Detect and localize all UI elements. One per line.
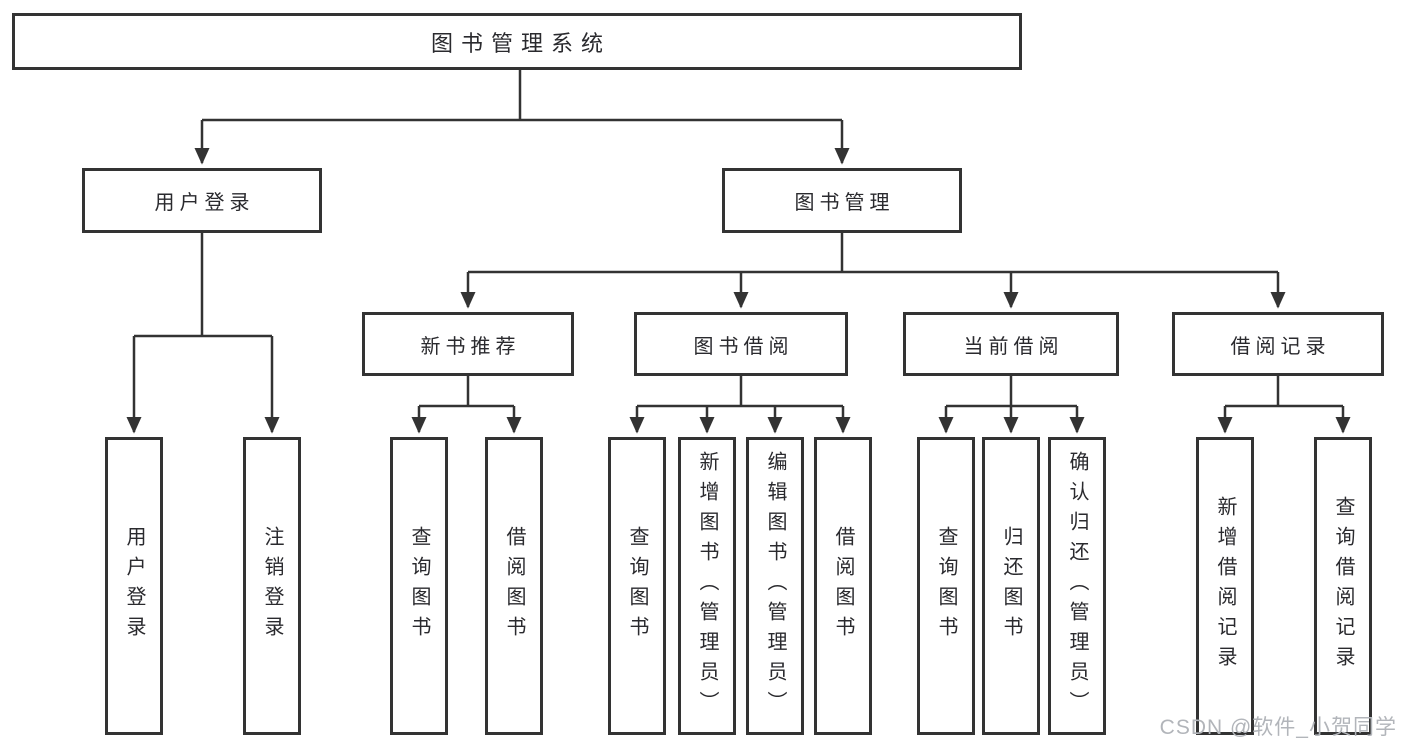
node-user-login: 用户登录 bbox=[82, 168, 322, 233]
leaf-return-books: 归还图书 bbox=[982, 437, 1040, 735]
leaf-add-borrow-record: 新增借阅记录 bbox=[1196, 437, 1254, 735]
node-library-management-system: 图书管理系统 bbox=[12, 13, 1022, 70]
node-borrowing-records: 借阅记录 bbox=[1172, 312, 1384, 376]
leaf-borrow-books: 借阅图书 bbox=[814, 437, 872, 735]
node-new-book-recommendation: 新书推荐 bbox=[362, 312, 574, 376]
node-current-borrowing: 当前借阅 bbox=[903, 312, 1119, 376]
node-book-borrowing: 图书借阅 bbox=[634, 312, 848, 376]
leaf-confirm-return-admin: 确认归还（管理员） bbox=[1048, 437, 1106, 735]
leaf-query-borrow-record: 查询借阅记录 bbox=[1314, 437, 1372, 735]
csdn-watermark: CSDN @软件_小贺同学 bbox=[1159, 716, 1397, 739]
leaf-user-login: 用户登录 bbox=[105, 437, 163, 735]
leaf-query-books-recommend: 查询图书 bbox=[390, 437, 448, 735]
node-book-management: 图书管理 bbox=[722, 168, 962, 233]
leaf-query-books-current: 查询图书 bbox=[917, 437, 975, 735]
leaf-add-books-admin: 新增图书（管理员） bbox=[678, 437, 736, 735]
leaf-borrow-books-recommend: 借阅图书 bbox=[485, 437, 543, 735]
leaf-edit-books-admin: 编辑图书（管理员） bbox=[746, 437, 804, 735]
leaf-logout: 注销登录 bbox=[243, 437, 301, 735]
leaf-query-books-borrow: 查询图书 bbox=[608, 437, 666, 735]
